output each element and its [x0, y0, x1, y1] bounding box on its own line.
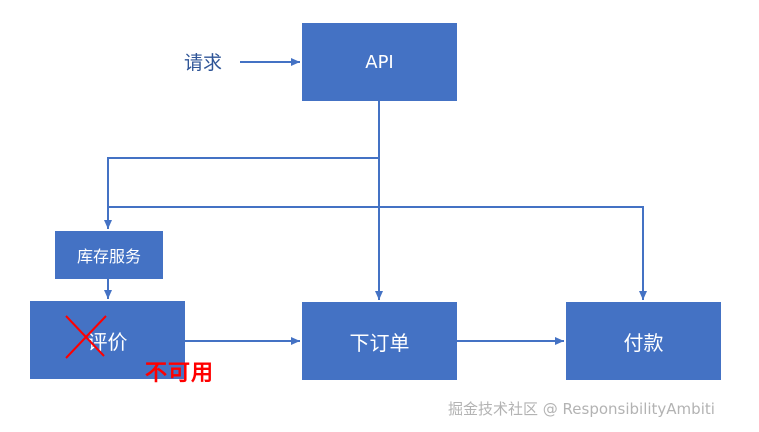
cross-mark-icon [65, 315, 107, 359]
payment-label: 付款 [623, 330, 664, 355]
place-order-label: 下订单 [349, 330, 410, 355]
inventory-service-node: 库存服务 [55, 231, 163, 279]
watermark: 掘金技术社区 @ ResponsibilityAmbiti [448, 400, 715, 418]
api-node: API [302, 23, 457, 101]
review-node: 评价 [30, 301, 185, 379]
unavailable-label: 不可用 [145, 361, 215, 386]
payment-node: 付款 [566, 302, 721, 380]
request-label: 请求 [184, 52, 223, 74]
api-to-inventory-arrow [104, 157, 379, 229]
inventory-service-label: 库存服务 [76, 247, 141, 266]
review-node-label: 评价 [87, 329, 128, 354]
api-node-label: API [365, 51, 394, 73]
place-order-node: 下订单 [302, 302, 457, 380]
api-to-payment-arrow [108, 206, 647, 300]
